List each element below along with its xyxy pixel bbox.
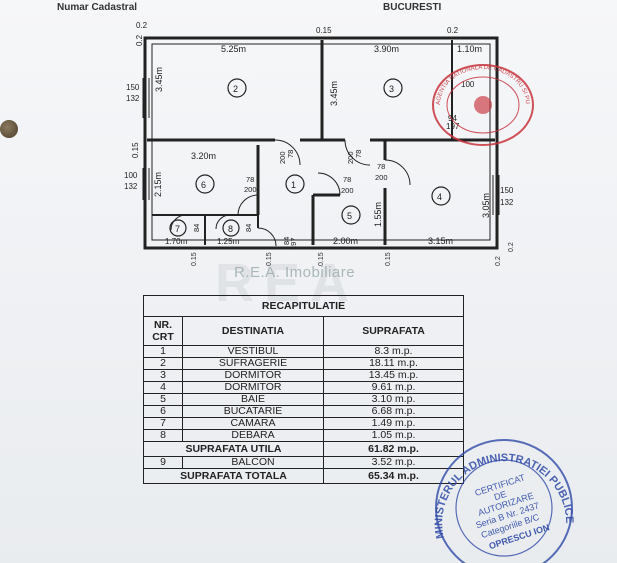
watermark-text: R.E.A. Imobiliare	[234, 264, 356, 281]
table-title: RECAPITULATIE	[143, 295, 464, 317]
dim-label: 0.15	[131, 142, 140, 158]
svg-text:78: 78	[246, 175, 254, 184]
dim-label: 150	[126, 83, 140, 92]
utila-row: SUPRAFATA UTILA 61.82 m.p.	[143, 441, 464, 457]
room-1-number: 1	[291, 180, 296, 190]
svg-text:78: 78	[354, 150, 363, 158]
room-4-number: 4	[437, 192, 442, 202]
dim-label: 3.05m	[481, 193, 491, 218]
bottom-wall-labels: 0.15 0.15 0.15 0.15 0.2 0.2	[191, 242, 515, 266]
city-label: BUCURESTI	[383, 2, 442, 13]
dim-label: 1.25m	[217, 237, 240, 246]
red-cadastre-stamp: AGENTIA NATIONALA DE CADASTRU SI PUBLICI…	[428, 60, 534, 146]
svg-text:200: 200	[278, 151, 287, 164]
dim-label: 132	[500, 198, 514, 207]
svg-text:84: 84	[282, 237, 291, 245]
svg-text:78: 78	[343, 175, 351, 184]
dim-label: 1.70m	[165, 237, 188, 246]
svg-text:200: 200	[244, 185, 257, 194]
room-2-number: 2	[233, 84, 238, 94]
svg-text:200: 200	[375, 173, 388, 182]
dim-label: 0.2	[135, 34, 144, 46]
dim-label: 0.2	[447, 26, 459, 35]
room-3-number: 3	[389, 84, 394, 94]
dim-label: 5.25m	[221, 44, 246, 54]
door-labels: 200 78 200 78 78 200 78 200 78 200 84 84…	[192, 150, 388, 250]
svg-text:84: 84	[192, 224, 201, 232]
room-numbers: 2 3 1 4 5 6 7 8	[175, 84, 442, 234]
dim-label: 150	[500, 186, 514, 195]
dim-label: 197	[446, 122, 460, 131]
svg-text:0.15: 0.15	[318, 252, 325, 266]
dim-label: 3.20m	[191, 151, 216, 161]
dim-label: 132	[126, 94, 140, 103]
col-header-destinatia: DESTINATIA	[182, 316, 324, 346]
svg-text:0.15: 0.15	[266, 252, 273, 266]
svg-text:200: 200	[341, 186, 354, 195]
svg-text:200: 200	[346, 151, 355, 164]
table-row: 9 BALCON 3.52 m.p.	[143, 456, 464, 469]
dim-label: 3.15m	[428, 236, 453, 246]
dim-label: 2.00m	[333, 236, 358, 246]
stamp-line: DE	[493, 489, 508, 502]
svg-text:84: 84	[244, 224, 253, 232]
dim-label: 1.55m	[373, 202, 383, 227]
totala-value: 65.34 m.p.	[323, 468, 464, 484]
dim-label: 1.10m	[457, 44, 482, 54]
utila-label: SUPRAFATA UTILA	[143, 441, 324, 457]
svg-text:197: 197	[289, 237, 298, 250]
totala-label: SUPRAFATA TOTALA	[143, 468, 324, 484]
dim-label: 2.15m	[153, 172, 163, 197]
cadastral-number-label: Numar Cadastral	[57, 2, 138, 13]
room-7-number: 7	[175, 224, 180, 234]
totala-row: SUPRAFATA TOTALA 65.34 m.p.	[143, 468, 464, 484]
dim-label: 132	[124, 182, 138, 191]
dim-label: 0.2	[136, 21, 148, 30]
dim-label: 94	[448, 114, 457, 123]
col-header-nr: NR. CRT	[143, 316, 183, 346]
svg-text:0.2: 0.2	[508, 242, 515, 252]
svg-text:0.2: 0.2	[495, 256, 502, 266]
dim-label: 3.90m	[374, 44, 399, 54]
punch-hole	[0, 120, 18, 138]
floor-plan: 2 3 1 4 5 6 7 8 0.2 0.15 0.2 5.25m 3.90m…	[124, 21, 515, 266]
dim-label: 100	[461, 80, 475, 89]
svg-text:78: 78	[286, 150, 295, 158]
room-6-number: 6	[201, 180, 206, 190]
dim-label: 3.45m	[154, 67, 164, 92]
dimension-labels: 0.2 0.15 0.2 5.25m 3.90m 1.10m 3.20m 1.7…	[124, 21, 514, 246]
dim-label: 0.15	[316, 26, 332, 35]
dim-label: 100	[124, 171, 138, 180]
svg-text:78: 78	[377, 162, 385, 171]
recapitulatie-table: RECAPITULATIE NR. CRT DESTINATIA SUPRAFA…	[143, 295, 464, 484]
dim-label: 3.45m	[329, 81, 339, 106]
col-header-suprafata: SUPRAFATA	[323, 316, 464, 346]
svg-text:0.15: 0.15	[385, 252, 392, 266]
blue-authorization-stamp: MINISTERUL ADMINISTRATIEI PUBLICE CERTIF…	[433, 439, 575, 563]
svg-text:0.15: 0.15	[191, 252, 198, 266]
room-8-number: 8	[228, 224, 233, 234]
room-5-number: 5	[347, 211, 352, 221]
